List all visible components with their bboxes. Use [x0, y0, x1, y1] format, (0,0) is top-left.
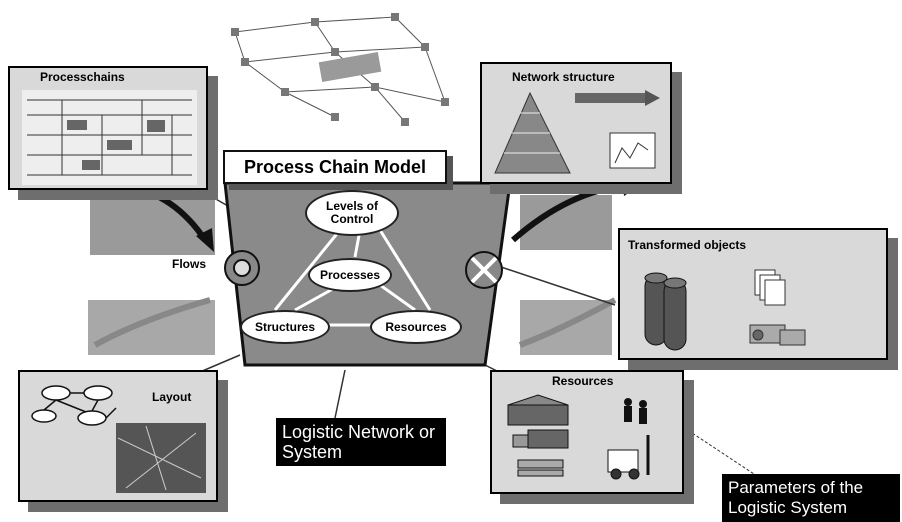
flows-label: Flows: [172, 257, 207, 271]
transformed-objects-title: Transformed objects: [628, 238, 747, 252]
left-shadow-band: [90, 190, 215, 255]
pyramid-chart-image: [494, 90, 660, 174]
processchains-title: Processchains: [40, 70, 125, 84]
network-structure-box: Network structure: [480, 62, 672, 184]
process-chart-image: [22, 90, 197, 185]
node-levels-of-control: Levels of Control: [305, 190, 399, 236]
resources-image: [507, 394, 650, 480]
model-title-box: Process Chain Model: [223, 150, 447, 184]
resources-box: Resources: [490, 370, 684, 494]
processchains-box: Processchains: [8, 66, 208, 190]
objects-image: [644, 269, 806, 351]
layout-title: Layout: [152, 390, 192, 404]
layout-image: [31, 385, 206, 493]
cross-connector-icon: [465, 251, 503, 289]
node-structures: Structures: [240, 310, 330, 344]
layout-box: Layout: [18, 370, 218, 502]
return-arrow-right: [518, 297, 617, 348]
parameters-label: Parameters of the Logistic System: [722, 474, 900, 522]
logistic-network-label: Logistic Network or System: [276, 418, 446, 466]
return-arrow-left: [93, 297, 211, 348]
transformed-objects-box: Transformed objects: [618, 228, 888, 360]
resources-title: Resources: [552, 374, 614, 388]
network-structure-title: Network structure: [512, 70, 615, 84]
node-processes: Processes: [308, 258, 392, 292]
flow-arrow-left-head: [196, 228, 214, 252]
model-title: Process Chain Model: [243, 156, 427, 177]
node-resources: Resources: [370, 310, 462, 344]
right-shadow-band: [520, 195, 612, 250]
flow-arrow-right: [511, 182, 631, 243]
flow-connector-icon: [224, 250, 260, 286]
left-lower-band: [88, 300, 215, 355]
network-sketch-image: [231, 13, 449, 126]
